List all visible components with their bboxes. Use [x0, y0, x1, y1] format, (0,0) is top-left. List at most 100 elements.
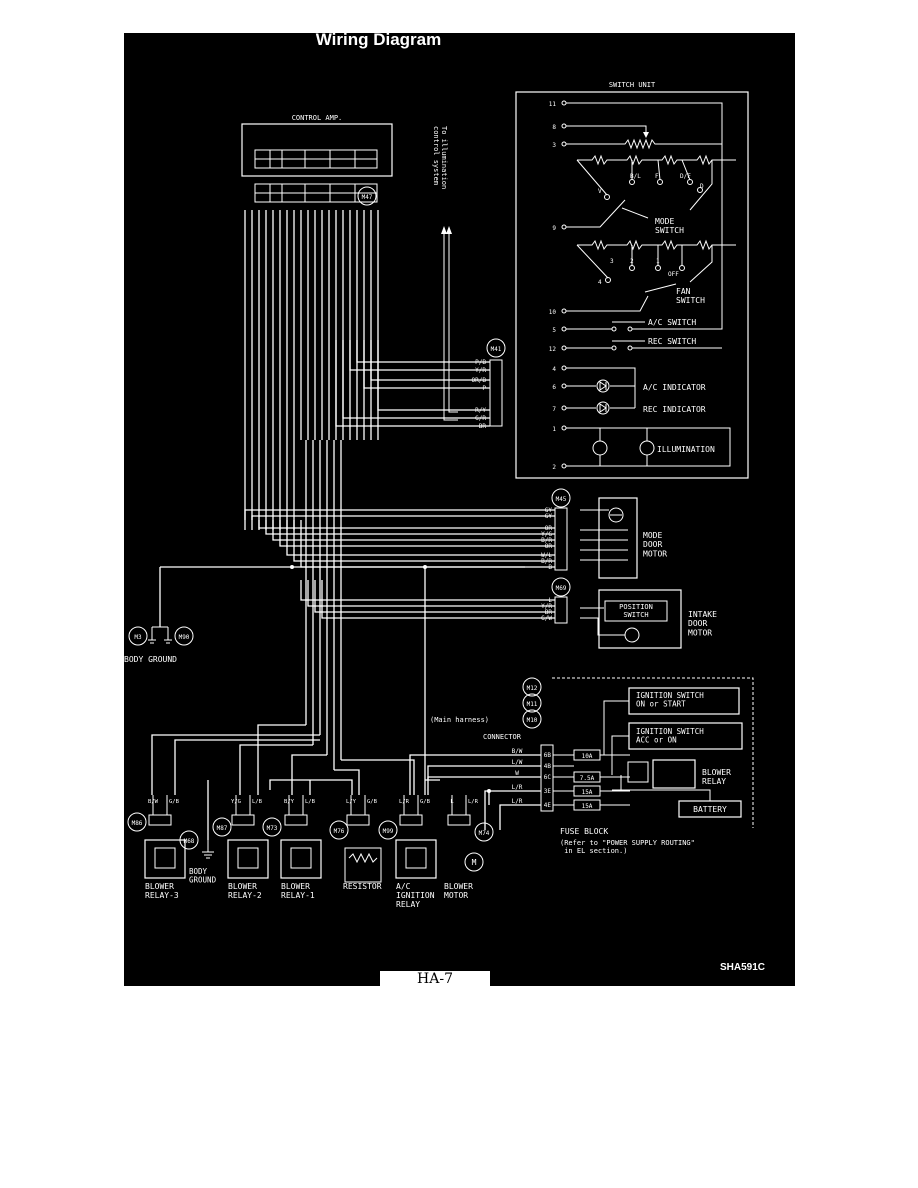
component-label: BLOWER [281, 882, 310, 891]
component-wire-label: L/B [305, 799, 316, 805]
component-label: A/C [396, 882, 411, 891]
m69-wire [314, 580, 555, 613]
fan-pos-1: 1 [656, 258, 660, 265]
component-wire-label: B/Y [284, 799, 295, 805]
m41-wire [363, 340, 490, 389]
harness-pin: 6B [544, 752, 552, 759]
component-connector [447, 814, 471, 826]
main-harness-label: (Main harness) [430, 716, 489, 724]
fan-pos-3: 3 [610, 258, 614, 265]
component-wire-label: G/B [367, 799, 378, 805]
m41-wire [335, 340, 490, 427]
m45-wire [258, 520, 555, 529]
switch-pin-terminal [561, 123, 567, 129]
component-label: RELAY-2 [228, 891, 262, 900]
connector-m74: M74 [479, 830, 490, 837]
component-connector [399, 814, 423, 826]
fuse-block-label: FUSE BLOCK [560, 827, 608, 836]
m69-wire-label: G/W [541, 615, 552, 622]
connector-label: CONNECTOR [483, 733, 522, 741]
m69-wire [321, 580, 555, 619]
illumination-note-text: To illuminationcontrol system [432, 126, 448, 189]
switch-pin-11: 11 [549, 101, 557, 108]
harness-pin: 3E [544, 788, 552, 795]
switch-pin-6: 6 [552, 384, 556, 391]
body-ground-group: M3 M90 BODY GROUND [124, 565, 525, 664]
component-wire-label: Y/G [231, 799, 241, 805]
connector-m73: M73 [267, 825, 278, 832]
relay-body [227, 839, 269, 879]
m69-wire [307, 580, 555, 607]
illumination-note: To illuminationcontrol system [432, 126, 458, 421]
m45-wire-label: OR [545, 543, 553, 550]
connector-m41: M41 [491, 346, 502, 353]
switch-unit-label: SWITCH UNIT [609, 81, 656, 89]
m45-wire-label: W/L [541, 552, 552, 559]
switch-pin-terminal [561, 463, 567, 469]
connector-m87: M87 [217, 825, 228, 832]
m45-wire-label: B [548, 564, 552, 571]
m41-wire [356, 340, 490, 363]
harness-pin: 4E [544, 802, 552, 809]
relay-coil [154, 847, 176, 869]
component-leads [451, 795, 467, 815]
m41-wire-label: R/Y [475, 407, 486, 414]
switch-pin-1: 1 [552, 426, 556, 433]
m41-wire [370, 340, 490, 381]
m45-wire [251, 515, 555, 520]
component-leads [288, 795, 304, 815]
fuse-block-group: M12 M11 M10 (Main harness) CONNECTOR B/W… [409, 677, 754, 855]
fuse-note: (Refer to "POWER SUPPLY ROUTING" in EL s… [560, 839, 695, 855]
switch-pin-3: 3 [552, 142, 556, 149]
harness-wire [427, 776, 541, 780]
harness-wire [427, 765, 541, 795]
illumination-label: ILLUMINATION [657, 445, 715, 454]
switch-pin-9: 9 [552, 225, 556, 232]
switch-pin-terminal [561, 141, 567, 147]
switch-pin-terminal [561, 100, 567, 106]
component-leads [235, 795, 251, 815]
component-label: RESISTOR [343, 882, 382, 891]
m45-wire [300, 520, 555, 568]
harness-wire-label: L/R [512, 784, 523, 791]
m45-wire-label: GY [545, 507, 553, 514]
page-title: Wiring Diagram [315, 30, 442, 49]
relay-coil [237, 847, 259, 869]
component-label: IGNITION [396, 891, 435, 900]
component-connector [148, 814, 172, 826]
component-label: RELAY [396, 900, 420, 909]
m45-wire [279, 520, 555, 547]
control-amp: CONTROL AMP. M47 [241, 114, 393, 206]
connector-m86: M86 [132, 820, 143, 827]
mode-pos-df: D/F [680, 173, 691, 180]
mode-pos-bl: B/L [630, 173, 641, 180]
m41-wire-label: BR [479, 423, 487, 430]
harness-wire [499, 804, 541, 830]
component-wire-label: L/R [399, 799, 410, 805]
m45-wire [265, 520, 555, 535]
switch-pin-12: 12 [549, 346, 557, 353]
switch-pin-8: 8 [552, 124, 556, 131]
switch-pin-terminal [561, 345, 567, 351]
relay-body [395, 839, 437, 879]
switch-pin-terminal [561, 224, 567, 230]
m45-wire [293, 520, 555, 562]
m41-wire-label: OR/B [472, 377, 487, 384]
switch-pin-10: 10 [549, 309, 557, 316]
component-connector [346, 814, 370, 826]
m45-wire-label: Y/G [541, 531, 552, 538]
ac-indicator-label: A/C INDICATOR [643, 383, 706, 392]
component-label: BLOWER [228, 882, 257, 891]
resistor-body [344, 847, 382, 883]
switch-pin-terminal [561, 365, 567, 371]
